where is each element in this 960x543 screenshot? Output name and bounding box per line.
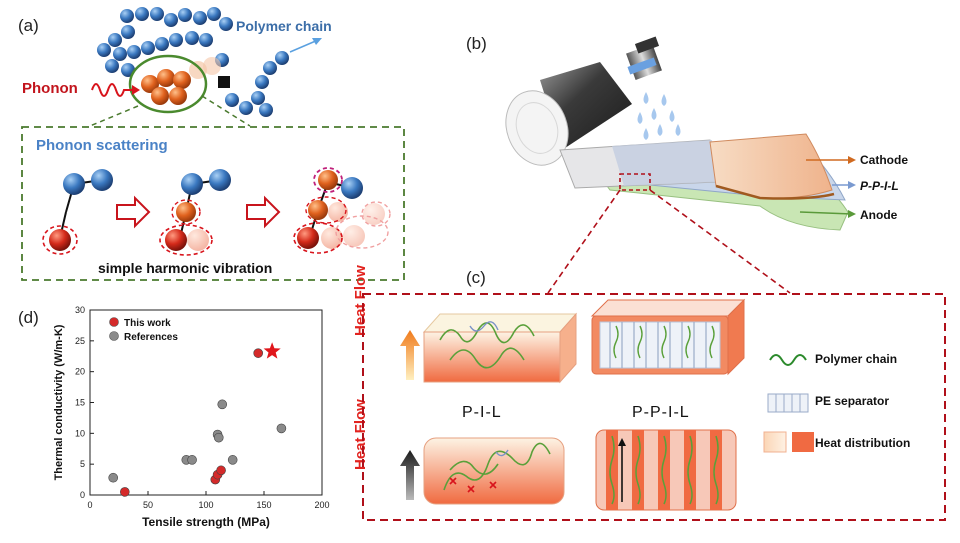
- phonon-scattering-label: Phonon scattering: [36, 137, 168, 154]
- stage-arrow-1: [116, 195, 151, 229]
- legend-heat-distribution: Heat distribution: [815, 436, 911, 450]
- y-tick-label: 10: [75, 428, 85, 438]
- y-tick-label: 30: [75, 305, 85, 315]
- x-tick-label: 50: [143, 500, 153, 510]
- zoom-line-left: [547, 189, 621, 294]
- legend-pe-separator-icon: [767, 393, 809, 413]
- vibration-stage-2: [159, 169, 231, 256]
- phonon-arrow-head: [132, 85, 140, 95]
- electrolyte-droplets: [637, 92, 681, 140]
- panel-c-box: [362, 293, 946, 521]
- cathode-edge: [715, 184, 835, 200]
- x-tick-label: 100: [198, 500, 213, 510]
- data-point: [108, 472, 118, 483]
- coated-region: [612, 140, 718, 186]
- data-point: [217, 399, 228, 410]
- y-tick-label: 25: [75, 336, 85, 346]
- pil-block-3d: [422, 312, 578, 384]
- zoom-line-right: [649, 189, 791, 294]
- ppil-layer-label: P-P-I-L: [860, 179, 899, 193]
- ppil-block-3d: [590, 298, 746, 376]
- legend-label: References: [124, 332, 178, 343]
- panel-d-letter: (d): [18, 308, 39, 327]
- y-axis-label: Thermal conductivity (W/m-K): [53, 324, 65, 480]
- ppil-label: P-P-I-L: [632, 404, 690, 421]
- legend-heat-distribution-icon: [763, 431, 814, 453]
- polymer-chain-pointer-head: [312, 38, 322, 45]
- pil-cross-section: [423, 437, 565, 505]
- polymer-chain-label: Polymer chain: [236, 18, 332, 34]
- data-point: [276, 423, 287, 434]
- y-tick-label: 15: [75, 398, 85, 408]
- x-tick-label: 0: [87, 500, 92, 510]
- heat-flow-arrow-top: [400, 330, 420, 380]
- data-point: [187, 455, 197, 465]
- data-point: [216, 465, 226, 476]
- data-point: [253, 348, 264, 358]
- legend-polymer-chain-icon: [769, 354, 807, 366]
- phonon-label: Phonon: [22, 80, 78, 97]
- film-roll: [505, 62, 632, 166]
- x-tick-label: 200: [314, 500, 329, 510]
- data-point: [120, 487, 130, 497]
- anode-label: Anode: [860, 208, 898, 222]
- anode-arrow: [799, 211, 853, 215]
- y-tick-label: 0: [80, 490, 85, 500]
- zoom-marker: [619, 173, 651, 191]
- pil-label: P-I-L: [462, 404, 502, 421]
- data-point: [213, 432, 224, 443]
- polymer-chain-beads: [97, 7, 289, 117]
- vibration-stage-3: [293, 167, 391, 254]
- data-point: [227, 455, 238, 465]
- phonon-wave: [91, 83, 136, 97]
- ppil-cross-section: [595, 429, 737, 511]
- heat-flow-arrow-bottom: [400, 450, 420, 500]
- x-tick-label: 150: [256, 500, 271, 510]
- polymer-chain-pointer: [289, 39, 319, 53]
- cathode-label: Cathode: [860, 153, 908, 167]
- stage-arrow-2: [246, 195, 281, 229]
- panel-a-letter: (a): [18, 16, 39, 35]
- panel-b-letter: (b): [466, 34, 487, 53]
- vibration-stage-1: [42, 169, 113, 255]
- vibration-caption: simple harmonic vibration: [98, 260, 273, 276]
- y-tick-label: 20: [75, 367, 85, 377]
- legend-marker: [109, 331, 119, 341]
- legend-polymer-chain: Polymer chain: [815, 352, 898, 366]
- legend-pe-separator: PE separator: [815, 394, 890, 408]
- chain-junction: [218, 76, 230, 88]
- legend-marker: [109, 317, 119, 327]
- x-axis-label: Tensile strength (MPa): [142, 515, 270, 529]
- callout-line-right: [201, 95, 251, 127]
- focus-ellipse: [128, 54, 208, 114]
- electrolyte-bottle: [626, 36, 662, 80]
- panel-c-letter: (c): [466, 268, 486, 287]
- y-tick-label: 5: [80, 459, 85, 469]
- phonon-scattering-box: [21, 126, 405, 281]
- legend-label: This work: [124, 318, 171, 329]
- highlight-star: [263, 342, 281, 359]
